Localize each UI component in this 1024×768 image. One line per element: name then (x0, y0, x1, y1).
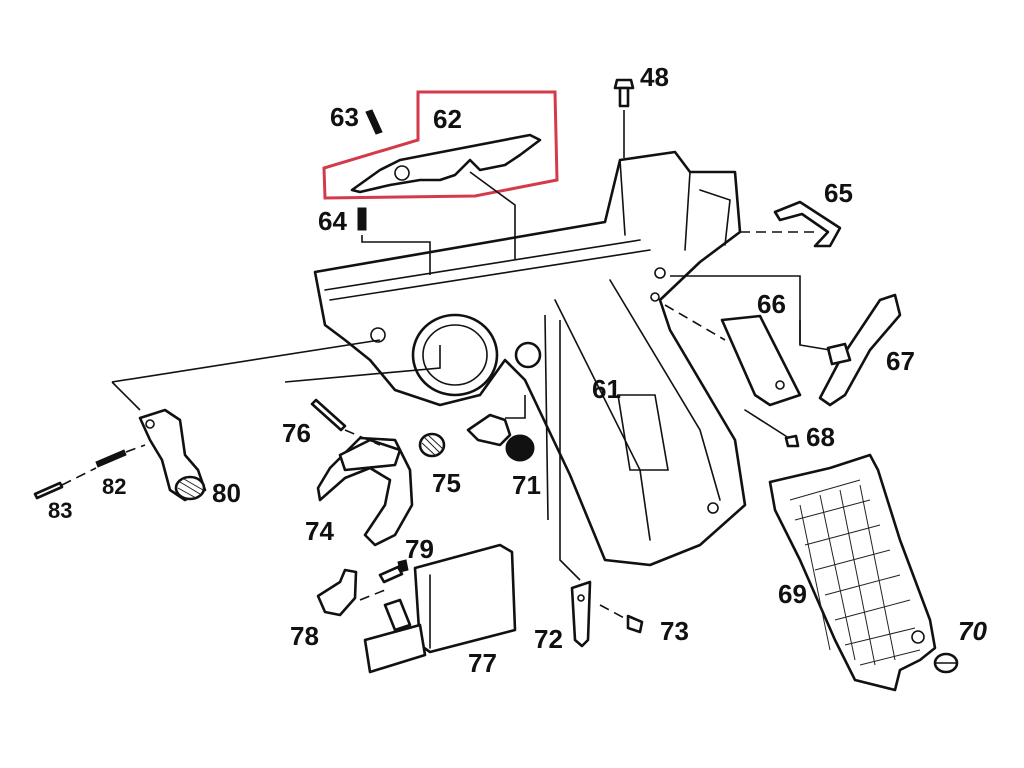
callout-67: 67 (886, 346, 915, 376)
callout-48: 48 (640, 62, 669, 92)
callout-66: 66 (757, 289, 786, 319)
callout-75: 75 (432, 468, 461, 498)
part-63-pin (365, 109, 383, 135)
callout-74: 74 (305, 516, 334, 546)
callout-71: 71 (512, 470, 541, 500)
part-64-pin (357, 207, 431, 275)
callout-80: 80 (212, 478, 241, 508)
part-77-block (363, 543, 517, 674)
part-66-plate (664, 304, 802, 407)
callout-61: 61 (592, 374, 621, 404)
callout-73: 73 (660, 616, 689, 646)
callout-64: 64 (318, 206, 347, 236)
part-72 (544, 314, 592, 648)
part-74-trigger (316, 436, 414, 547)
part-78 (316, 568, 386, 617)
callout-82: 82 (102, 474, 126, 499)
part-62 (350, 133, 542, 194)
callout-83: 83 (48, 498, 72, 523)
part-65-spring (740, 200, 842, 248)
highlight-box-62 (322, 90, 559, 200)
callout-65: 65 (824, 178, 853, 208)
part-70-screw (933, 652, 959, 674)
callout-62: 62 (433, 104, 462, 134)
callout-79: 79 (405, 534, 434, 564)
part-68-rod (744, 409, 800, 448)
callout-69: 69 (778, 579, 807, 609)
part-73-screw (599, 604, 644, 634)
part-79-pin (378, 559, 409, 584)
part-48-screw (613, 78, 635, 158)
callout-63: 63 (330, 102, 359, 132)
frame-part-61 (313, 150, 747, 567)
callout-77: 77 (468, 648, 497, 678)
part-67-lever (670, 275, 902, 407)
callout-68: 68 (806, 422, 835, 452)
callout-72: 72 (534, 624, 563, 654)
part-82-spring (95, 444, 146, 468)
part-76-pin (284, 345, 441, 446)
part-75-bushing (418, 432, 446, 458)
callout-78: 78 (290, 621, 319, 651)
part-80-safety (111, 339, 381, 502)
callout-76: 76 (282, 418, 311, 448)
leader-62 (469, 171, 516, 260)
callout-70: 70 (958, 616, 987, 646)
part-71 (466, 395, 535, 462)
part-69-grip (768, 453, 937, 692)
part-83-pin (33, 467, 97, 500)
